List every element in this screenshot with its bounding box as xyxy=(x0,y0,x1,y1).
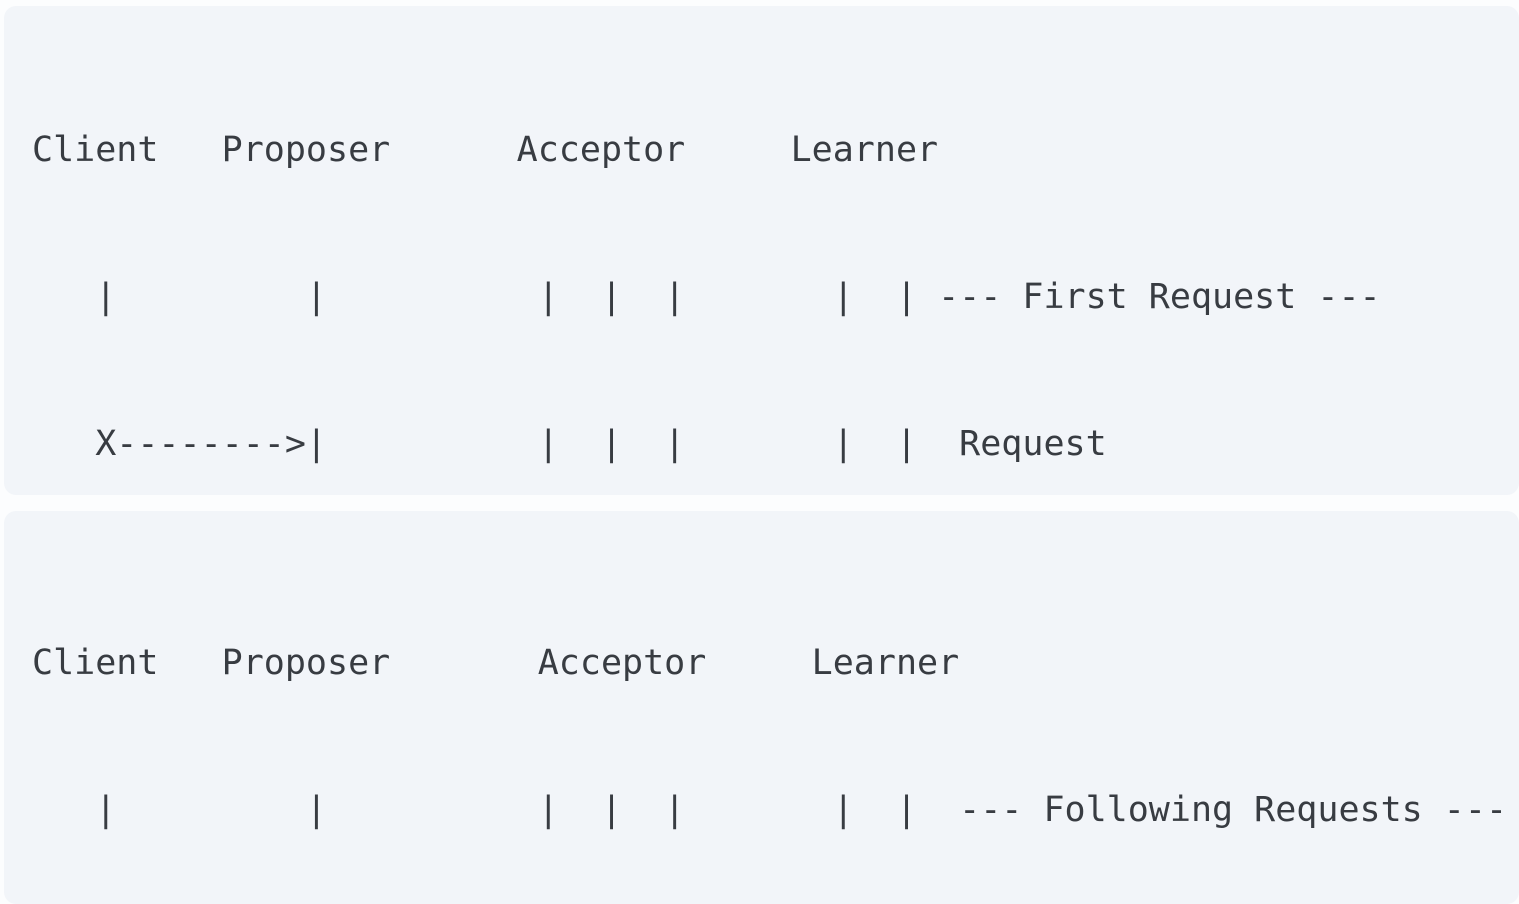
d1-request-row: X-------->| | | | | | Request xyxy=(32,424,1107,464)
d1-actors-header: Client Proposer Acceptor Learner xyxy=(32,130,939,170)
following-requests-diagram: Client Proposer Acceptor Learner | | | |… xyxy=(4,511,1519,904)
d2-title-row: | | | | | | | --- Following Requests --- xyxy=(32,790,1508,830)
d1-title-row: | | | | | | | --- First Request --- xyxy=(32,277,1381,317)
first-request-diagram: Client Proposer Acceptor Learner | | | |… xyxy=(4,6,1519,495)
d2-actors-header: Client Proposer Acceptor Learner xyxy=(32,643,960,683)
paxos-ascii-page: Client Proposer Acceptor Learner | | | |… xyxy=(0,6,1519,904)
